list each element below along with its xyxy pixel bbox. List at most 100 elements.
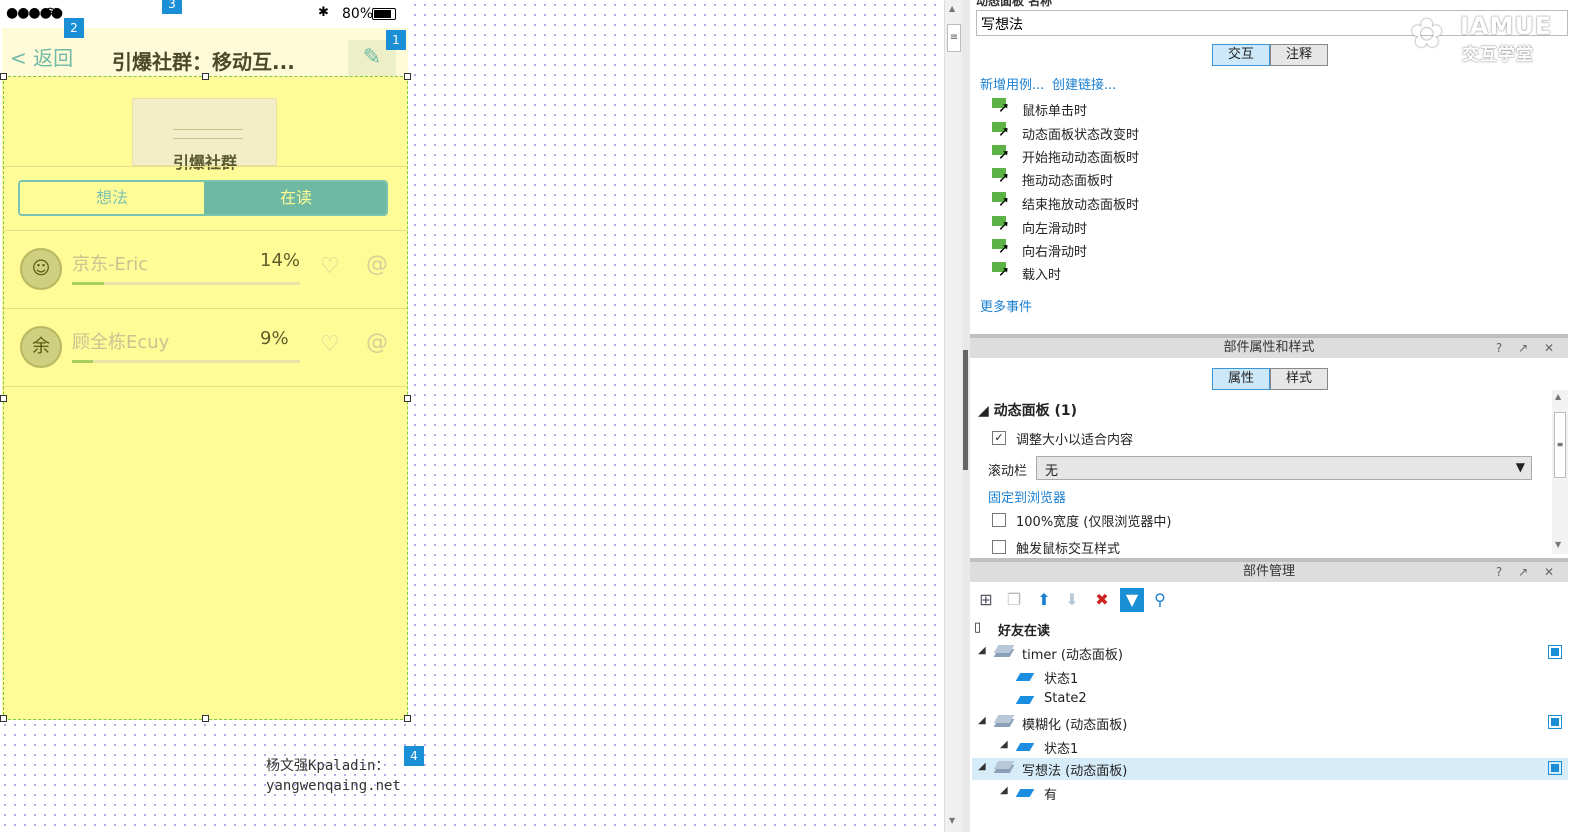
status-bar: ●●●●● ≋ ✱ 80%: [2, 0, 408, 28]
collapse-triangle-icon[interactable]: ◢: [978, 715, 986, 726]
progress-fill: [72, 360, 93, 363]
page-item[interactable]: ▯ 好友在读: [974, 618, 1564, 640]
collapse-triangle-icon[interactable]: ◢: [1000, 785, 1008, 796]
tab-style[interactable]: 样式: [1270, 368, 1328, 390]
move-up-icon[interactable]: ⬆: [1037, 590, 1051, 609]
tree-item-panel-selected[interactable]: ◢ 写想法 (动态面板): [972, 758, 1568, 780]
search-icon[interactable]: ⚲: [1154, 590, 1166, 609]
cursor-event-icon: ➚: [992, 168, 1012, 188]
panel-title: 部件管理: [1242, 564, 1295, 579]
add-case-link[interactable]: 新增用例...: [980, 78, 1045, 93]
section-header[interactable]: ◢ 动态面板 (1): [978, 400, 1077, 420]
collapse-triangle-icon[interactable]: ◢: [978, 761, 986, 772]
scroll-up-icon[interactable]: ▲: [1555, 392, 1562, 401]
panel-controls[interactable]: ? ↗ ✕: [1495, 565, 1560, 579]
dynamic-panel-icon: [994, 714, 1014, 730]
resize-handle[interactable]: [404, 395, 411, 402]
full-width-checkbox[interactable]: [992, 513, 1006, 527]
tree-item-state[interactable]: ◢ 状态1: [1000, 736, 1560, 758]
footnote-marker[interactable]: [1548, 645, 1562, 659]
panel-controls[interactable]: ? ↗ ✕: [1495, 341, 1560, 355]
reader-name: 京东-Eric: [72, 254, 149, 275]
chevron-down-icon: ▼: [1515, 460, 1525, 474]
fit-content-checkbox[interactable]: ✓: [992, 431, 1006, 445]
tree-item-panel[interactable]: ◢ timer (动态面板): [978, 642, 1568, 664]
footnote-marker[interactable]: [1548, 761, 1562, 775]
scroll-thumb[interactable]: ≡: [1554, 412, 1566, 478]
avatar: 余: [20, 326, 62, 368]
canvas-scrollbar[interactable]: ▲ ≡ ▼: [944, 0, 962, 832]
state-icon: [1014, 784, 1034, 800]
resize-handle[interactable]: [0, 73, 7, 80]
footnote-badge[interactable]: 3: [162, 0, 182, 14]
heart-icon[interactable]: ♡: [320, 254, 340, 279]
cursor-event-icon: ➚: [992, 239, 1012, 259]
cursor-event-icon: ➚: [992, 262, 1012, 282]
delete-icon[interactable]: ✖: [1095, 590, 1109, 609]
scrollbar-label: 滚动栏: [988, 464, 1028, 479]
book-cover[interactable]: 引爆社群: [132, 98, 277, 172]
panel-name-input[interactable]: 写想法: [976, 10, 1568, 36]
footnote-badge[interactable]: 1: [386, 30, 406, 50]
scroll-up-icon[interactable]: ▲: [949, 4, 956, 13]
wifi-icon: ≋: [46, 4, 58, 20]
more-events-link[interactable]: 更多事件: [980, 300, 1033, 315]
resize-handle[interactable]: [202, 715, 209, 722]
footnote-marker[interactable]: [1548, 715, 1562, 729]
trigger-mouse-checkbox[interactable]: [992, 540, 1006, 554]
tree-item-panel[interactable]: ◢ 模糊化 (动态面板): [978, 712, 1568, 734]
state-icon: [1014, 691, 1034, 707]
logo-text: IAMUE: [1460, 12, 1553, 40]
tab-interaction[interactable]: 交互: [1212, 44, 1270, 66]
scroll-thumb[interactable]: ≡: [947, 24, 961, 52]
cursor-event-icon: ➚: [992, 216, 1012, 236]
tree-item-state[interactable]: State2: [1000, 689, 1560, 711]
tree-item-state[interactable]: 状态1: [1000, 666, 1560, 688]
cursor-event-icon: ➚: [992, 122, 1012, 142]
divider: [2, 386, 408, 387]
tree-item-state[interactable]: ◢ 有: [1000, 782, 1560, 804]
heart-icon[interactable]: ♡: [320, 332, 340, 357]
resize-handle[interactable]: [202, 73, 209, 80]
divider: [2, 166, 408, 167]
tab-properties[interactable]: 属性: [1212, 368, 1270, 390]
create-link-link[interactable]: 创建链接...: [1052, 78, 1117, 93]
selection-box[interactable]: [3, 76, 408, 720]
duplicate-icon[interactable]: ❐: [1006, 590, 1022, 609]
event-label: 向右滑动时: [1022, 245, 1088, 260]
at-icon[interactable]: @: [366, 252, 388, 277]
splitter-grip[interactable]: [963, 350, 968, 470]
resize-handle[interactable]: [0, 395, 7, 402]
scrollbar-select[interactable]: 无 ▼: [1036, 456, 1532, 480]
collapse-triangle-icon[interactable]: ◢: [1000, 739, 1008, 750]
battery-label: 80%: [342, 6, 374, 22]
tab-notes[interactable]: 注释: [1270, 44, 1328, 66]
reader-row[interactable]: ☺ 京东-Eric 14% ♡ @: [2, 230, 408, 308]
filter-icon[interactable]: ▼: [1120, 588, 1144, 612]
battery-icon: [372, 8, 396, 20]
panel-splitter[interactable]: [962, 0, 970, 832]
add-panel-icon[interactable]: ⊞: [979, 590, 993, 609]
resize-handle[interactable]: [404, 73, 411, 80]
back-button[interactable]: < 返回: [10, 46, 74, 70]
event-label: 鼠标单击时: [1022, 104, 1088, 119]
tab-reading[interactable]: 在读: [204, 182, 386, 214]
resize-handle[interactable]: [0, 715, 7, 722]
pin-browser-link[interactable]: 固定到浏览器: [988, 491, 1067, 506]
scroll-down-icon[interactable]: ▼: [1555, 540, 1562, 549]
footnote-badge[interactable]: 4: [404, 746, 424, 766]
scroll-down-icon[interactable]: ▼: [949, 816, 956, 825]
collapse-triangle-icon[interactable]: ◢: [978, 403, 989, 419]
tab-thoughts[interactable]: 想法: [20, 182, 204, 214]
reader-row[interactable]: 余 顾全栋Ecuy 9% ♡ @: [2, 308, 408, 386]
collapse-triangle-icon[interactable]: ◢: [978, 645, 986, 656]
props-scrollbar[interactable]: ▲ ≡ ▼: [1552, 390, 1568, 554]
credit-line: 杨文强Kpaladin：: [266, 758, 390, 774]
signal-icon: ●●●●●: [6, 5, 63, 21]
bluetooth-icon: ✱: [318, 5, 329, 20]
move-down-icon[interactable]: ⬇: [1065, 590, 1079, 609]
footnote-badge[interactable]: 2: [64, 18, 84, 38]
cursor-event-icon: ➚: [992, 192, 1012, 212]
resize-handle[interactable]: [404, 715, 411, 722]
at-icon[interactable]: @: [366, 330, 388, 355]
